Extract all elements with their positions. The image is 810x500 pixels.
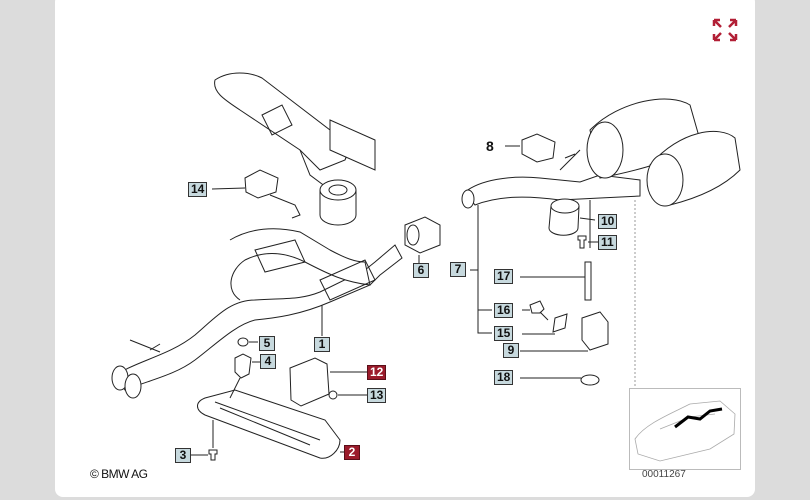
bracket-14 (244, 169, 301, 219)
bolt-11 (577, 235, 598, 249)
part-label-16[interactable]: 16 (494, 303, 514, 318)
part-label-17[interactable]: 17 (494, 269, 514, 284)
plate-15 (522, 313, 568, 335)
part-label-8[interactable]: 8 (486, 138, 494, 154)
leader-14 (211, 187, 246, 190)
part-label-15[interactable]: 15 (494, 326, 514, 341)
part-label-1[interactable]: 1 (314, 337, 330, 352)
part-label-11[interactable]: 11 (598, 235, 617, 250)
y-pipe-catalyst (111, 228, 403, 399)
part-label-13[interactable]: 13 (367, 388, 387, 403)
part-label-5[interactable]: 5 (259, 336, 275, 351)
part-label-6[interactable]: 6 (413, 263, 429, 278)
part-label-10[interactable]: 10 (598, 214, 618, 229)
part-label-7[interactable]: 7 (450, 262, 466, 277)
cap-10 (548, 198, 596, 236)
part-label-12[interactable]: 12 (367, 365, 387, 380)
part-label-14[interactable]: 14 (188, 182, 208, 197)
expand-arrows-icon[interactable] (712, 18, 738, 42)
nut-5 (237, 337, 258, 347)
part-label-4[interactable]: 4 (260, 354, 276, 369)
copyright-text: © BMW AG (90, 467, 148, 481)
bolt-16 (522, 300, 549, 321)
front-pipe-upper (214, 72, 376, 191)
heat-shield-2 (197, 389, 345, 459)
part-label-9[interactable]: 9 (503, 343, 519, 358)
leader-7 (470, 205, 492, 334)
part-label-2[interactable]: 2 (344, 445, 360, 460)
hanger-9 (520, 311, 609, 352)
stud-17 (520, 261, 592, 301)
clip-4 (229, 353, 260, 399)
vehicle-location-thumbnail (629, 388, 741, 470)
part-label-18[interactable]: 18 (494, 370, 514, 385)
block-12 (289, 357, 367, 407)
rear-pipe-mufflers (461, 98, 741, 400)
grommet-18 (520, 374, 600, 386)
bracket-8 (521, 133, 556, 163)
bolt-3 (188, 420, 218, 461)
nut-13 (328, 390, 367, 400)
clamp-6 (404, 216, 441, 265)
diagram-id: 00011267 (642, 469, 686, 480)
part-label-3[interactable]: 3 (175, 448, 191, 463)
mount-cylinder (319, 179, 357, 226)
